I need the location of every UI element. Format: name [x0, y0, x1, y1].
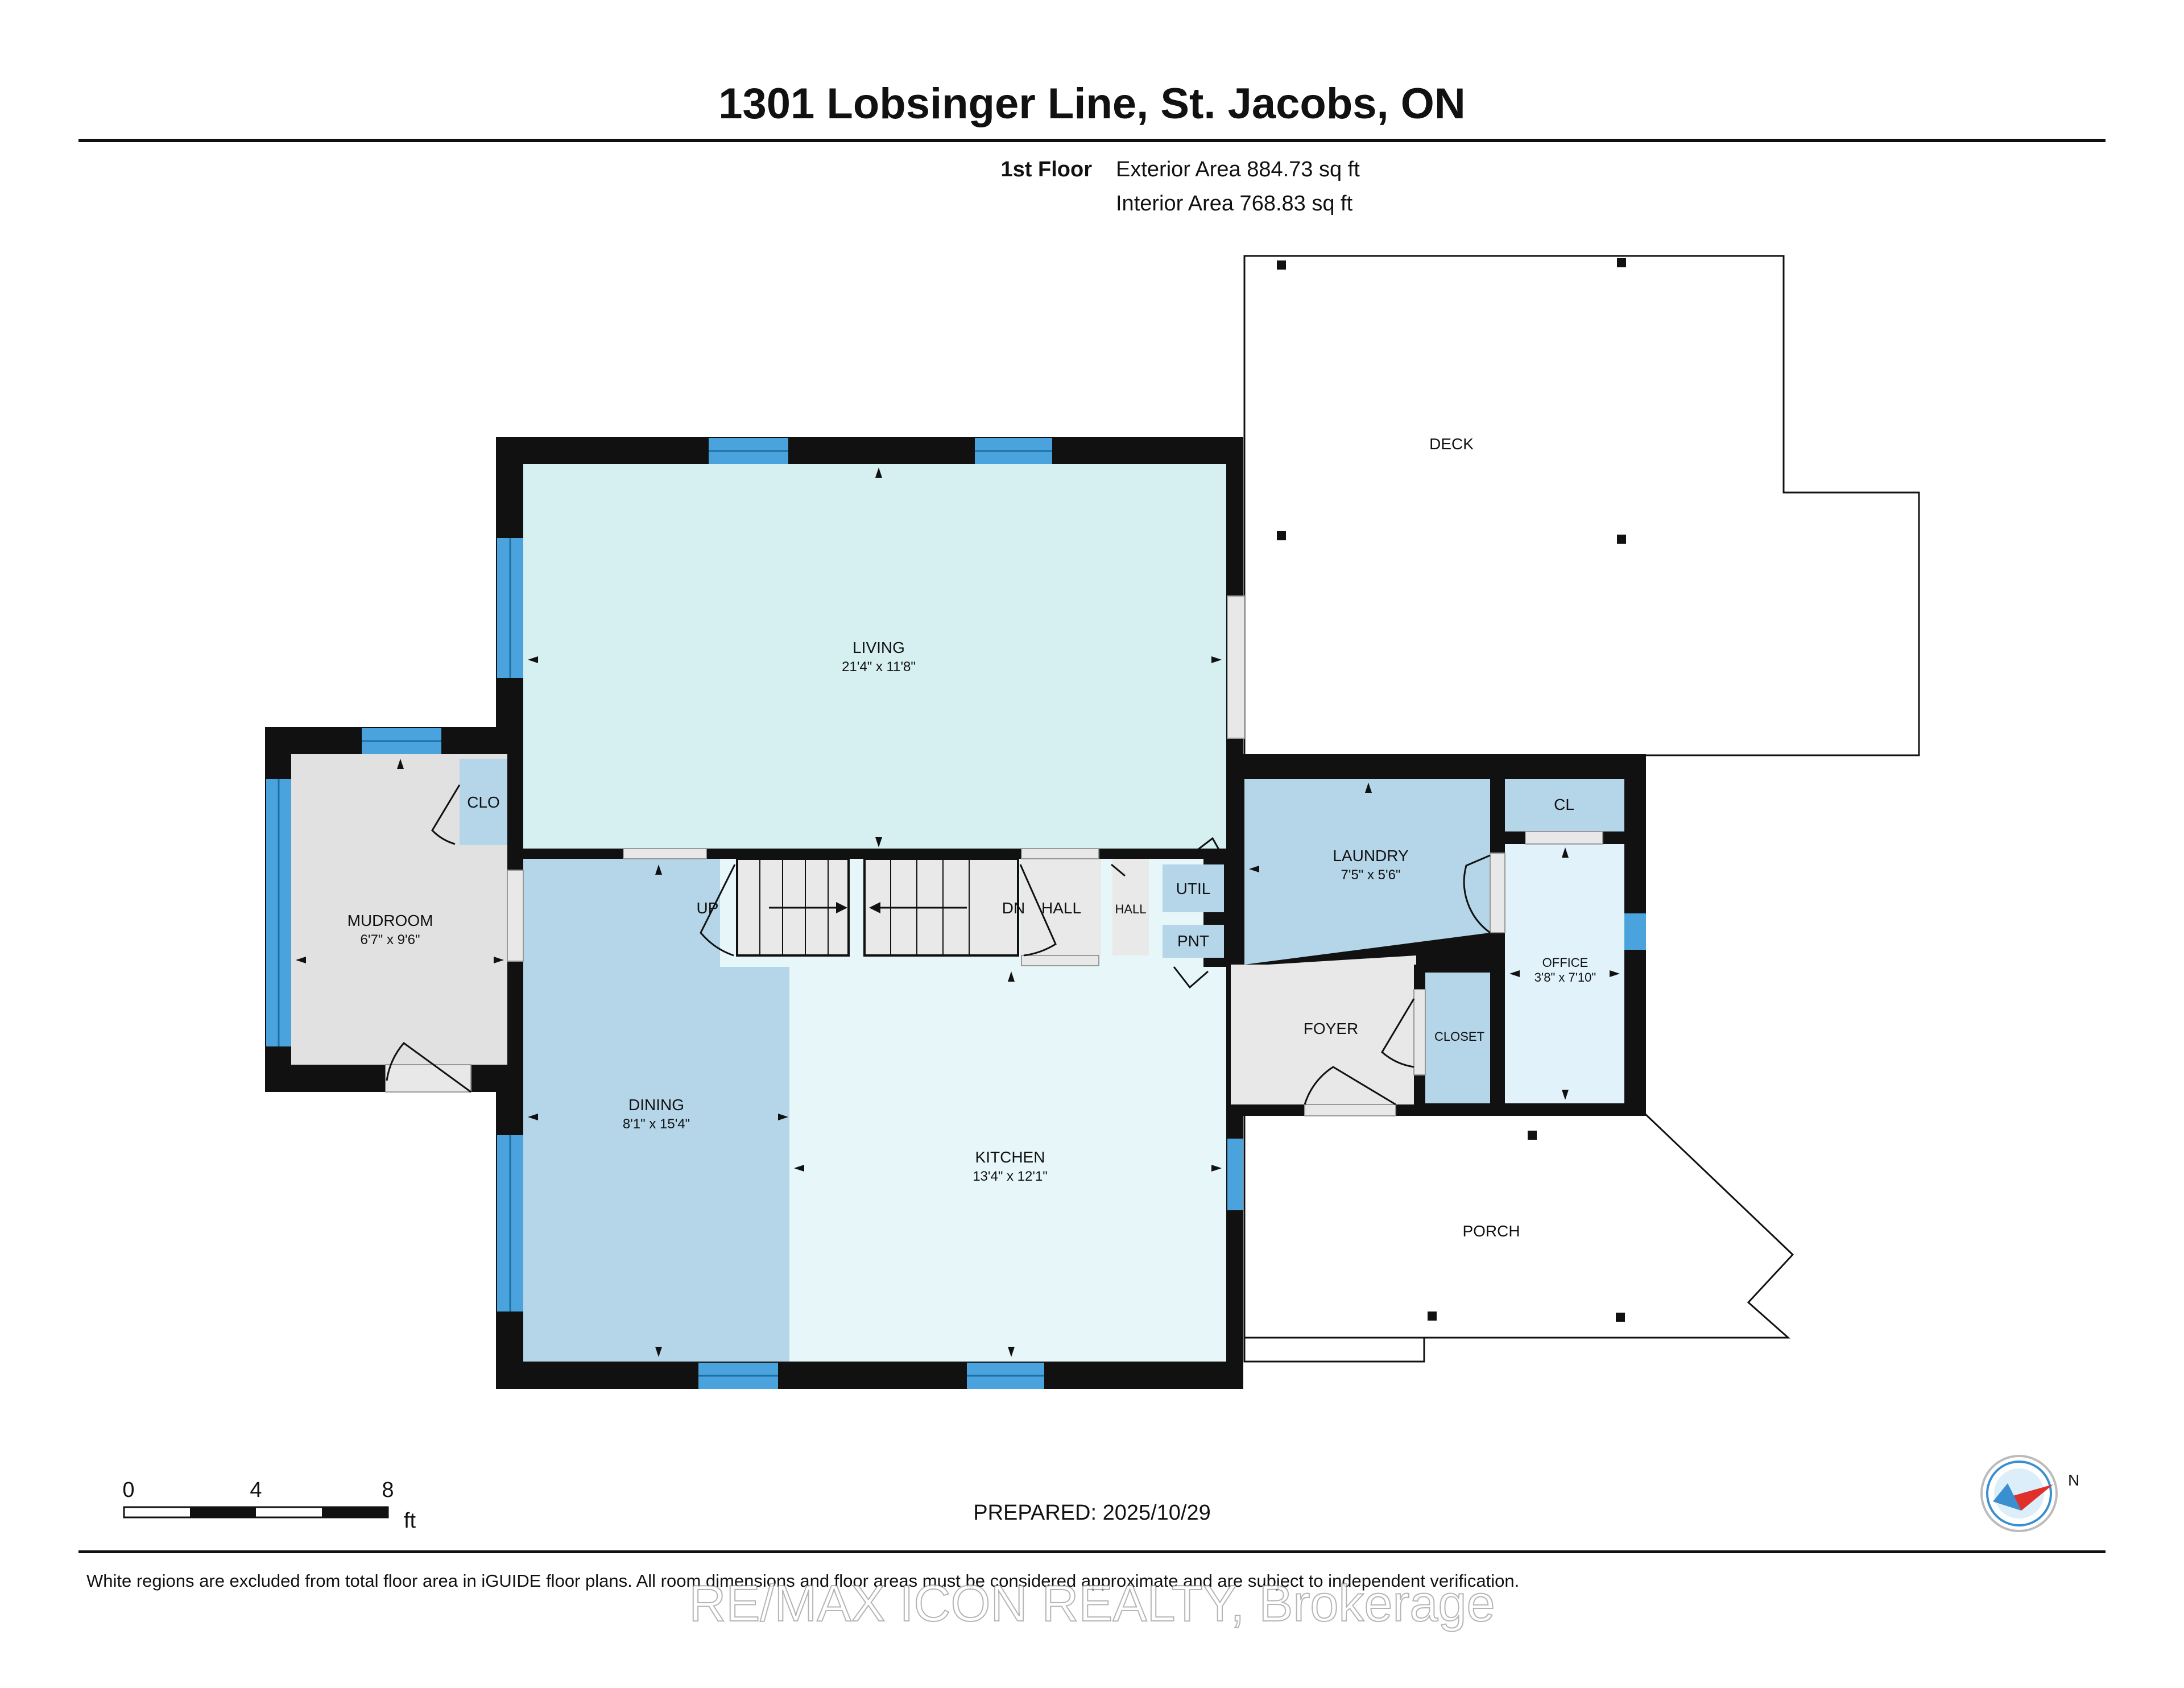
floor-label: 1st Floor: [1001, 158, 1093, 181]
footer-divider: [78, 1550, 2106, 1553]
scale-tick-4: 4: [250, 1478, 262, 1502]
living-dims: 21'4" x 11'8": [842, 659, 916, 675]
watermark: RE/MAX ICON REALTY, Brokerage: [689, 1575, 1495, 1632]
foyer-label: FOYER: [1304, 1020, 1358, 1037]
scale-bar: [123, 1506, 389, 1519]
hall-1-room: [1020, 859, 1101, 955]
kitchen-label: KITCHEN: [975, 1148, 1045, 1166]
mudroom-label: MUDROOM: [348, 912, 433, 929]
page-title: 1301 Lobsinger Line, St. Jacobs, ON: [718, 80, 1466, 128]
office-label: OFFICE: [1542, 955, 1589, 970]
living-room: [523, 464, 1226, 849]
kitchen-dims: 13'4" x 12'1": [973, 1169, 1048, 1184]
dimension-arrows: [296, 467, 1620, 1357]
interior-area: Interior Area 768.83 sq ft: [1116, 192, 1353, 216]
window-lines: [278, 450, 1052, 1377]
door-openings: [385, 595, 1603, 1116]
pnt-label: PNT: [1177, 932, 1209, 950]
util-room: [1163, 864, 1224, 912]
mudroom-dims: 6'7" x 9'6": [361, 932, 420, 948]
compass-label: N: [2068, 1471, 2079, 1489]
dining-label: DINING: [628, 1096, 684, 1114]
closet-room: [1425, 973, 1490, 1103]
dining-dims: 8'1" x 15'4": [623, 1116, 690, 1132]
stairs-up: [736, 858, 850, 957]
porch-area: [1243, 1112, 1794, 1363]
deck-area: [1243, 255, 1920, 756]
clo-room: [460, 759, 507, 845]
title-divider: [78, 139, 2106, 142]
closet-label: CLOSET: [1434, 1029, 1484, 1044]
porch-label: PORCH: [1462, 1222, 1520, 1240]
disclaimer: White regions are excluded from total fl…: [86, 1571, 1519, 1591]
scale-tick-8: 8: [382, 1478, 394, 1502]
exterior-area: Exterior Area 884.73 sq ft: [1116, 158, 1360, 181]
compass-icon: [1980, 1455, 2058, 1532]
deck-label: DECK: [1429, 435, 1474, 453]
hall-2-label: HALL: [1115, 902, 1146, 916]
laundry-room: [1244, 779, 1490, 965]
util-label: UTIL: [1176, 880, 1211, 897]
office-dims: 3'8" x 7'10": [1534, 970, 1596, 984]
clo-label: CLO: [467, 793, 500, 811]
door-swings: [386, 784, 1491, 1106]
scale-unit: ft: [404, 1509, 416, 1533]
cl-room: [1505, 779, 1624, 831]
stairs-down-label: DN: [1002, 899, 1025, 917]
prepared-date: PREPARED: 2025/10/29: [973, 1501, 1211, 1525]
living-label: LIVING: [853, 639, 905, 656]
cl-label: CL: [1554, 796, 1574, 813]
office-room: [1505, 844, 1624, 1103]
kitchen-room: [789, 967, 1226, 1362]
scale-tick-0: 0: [122, 1478, 134, 1502]
hall-2-room: [1112, 859, 1149, 955]
hall-1-label: HALL: [1041, 899, 1081, 917]
laundry-label: LAUNDRY: [1333, 847, 1409, 864]
pnt-room: [1163, 925, 1224, 958]
foyer-room: [1231, 965, 1414, 1104]
laundry-dims: 7'5" x 5'6": [1341, 867, 1401, 883]
stairs-up-label: UP: [697, 899, 719, 917]
stairs-down: [863, 858, 1019, 957]
